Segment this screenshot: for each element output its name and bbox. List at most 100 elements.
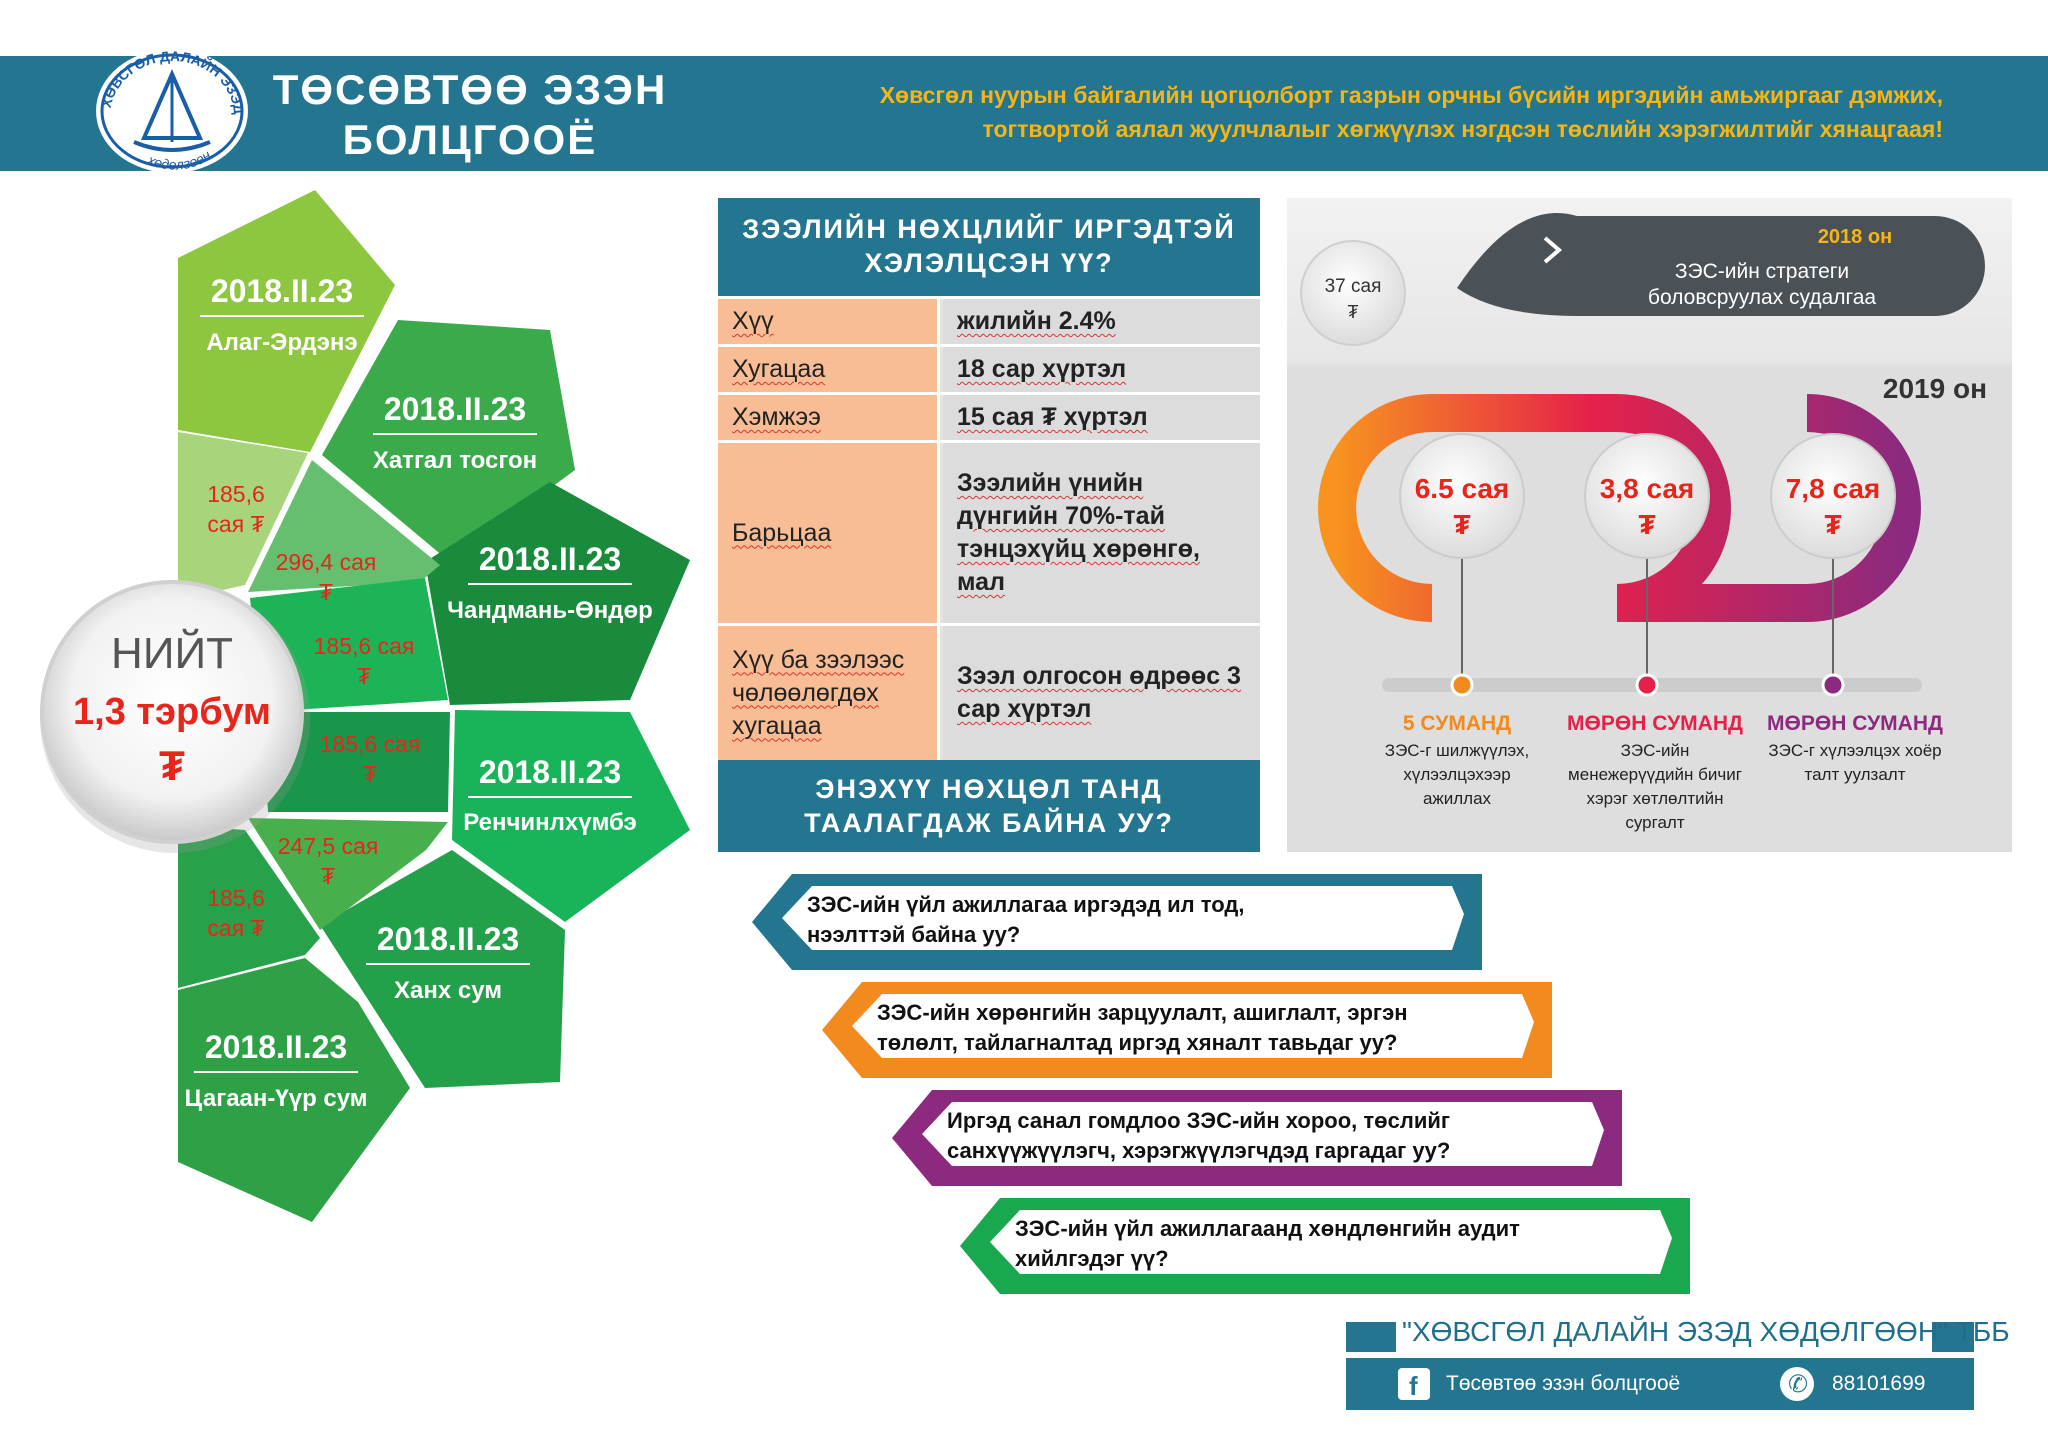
district-date-5: 2018.II.23 <box>377 921 519 957</box>
question-banner-3: Иргэд санал гомдлоо ЗЭС-ийн хороо, төсли… <box>892 1090 1622 1186</box>
loan-heading-line2: ХЭЛЭЛЦСЭН ҮҮ? <box>864 248 1114 278</box>
loan-row-interest: Хүү жилийн 2.4% <box>718 296 1260 344</box>
chevron-right-icon <box>1543 236 1563 264</box>
slogan-line1: Хөвсгөл нуурын байгалийн цогцолборт газр… <box>879 82 1943 108</box>
district-name-3: Чандмань-Өндөр <box>447 597 653 624</box>
district-name-1: Алаг-Эрдэнэ <box>206 329 357 356</box>
total-amount: 1,3 тэрбум <box>73 691 271 733</box>
amount-1-line2: сая ₮ <box>207 511 264 537</box>
district-name-6: Цагаан-Үүр сум <box>184 1085 367 1112</box>
district-panel-tsagaan-uur <box>178 958 410 1222</box>
facebook-icon[interactable]: f <box>1398 1368 1430 1400</box>
amount-3-line2: ₮ <box>357 663 371 689</box>
top-text-line1: ЗЭС-ийн стратеги <box>1675 260 1849 283</box>
district-panel-khankh <box>320 850 565 1088</box>
amount-wedge-5 <box>248 818 448 930</box>
question-text-2: ЗЭС-ийн хөрөнгийн зарцуулалт, ашиглалт, … <box>877 998 1408 1058</box>
timeline-title-2: МӨРӨН СУМАНД <box>1567 712 1743 735</box>
question-4-line2: хийлгэдэг үү? <box>1015 1246 1169 1271</box>
amount-wedge-6 <box>178 825 320 988</box>
top-year: 2018 он <box>1818 226 1892 248</box>
question-banner-1: ЗЭС-ийн үйл ажиллагаа иргэдэд ил тод, нэ… <box>752 874 1482 970</box>
brand-title-line2: БОЛЦГООЁ <box>342 116 598 163</box>
footer-facebook-page[interactable]: Төсөвтөө эзэн болцгооё <box>1446 1372 1681 1395</box>
amount-1-line1: 185,6 <box>207 481 265 507</box>
district-date-6: 2018.II.23 <box>205 1029 347 1065</box>
district-panel-khatgal <box>322 320 575 562</box>
top-amount-line1: 37 сая <box>1325 276 1382 297</box>
brand-title-line1: ТӨСӨВТӨӨ ЭЗЭН <box>272 66 668 113</box>
loan-footer-line1: ЭНЭХҮҮ НӨХЦӨЛ ТАНД <box>815 774 1163 804</box>
district-diagram: НИЙТ 1,3 тэрбум ₮ 2018.II.23 Алаг-Эрдэнэ… <box>40 190 690 1222</box>
top-text-line2: боловсруулах судалгаа <box>1648 286 1876 309</box>
timeline-title-3: МӨРӨН СУМАНД <box>1767 712 1943 735</box>
amount-3-line1: 185,6 сая <box>314 633 415 659</box>
amount-5-line1: 247,5 сая <box>278 833 379 859</box>
timeline-dot-3 <box>1821 673 1845 697</box>
district-date-2: 2018.II.23 <box>384 391 526 427</box>
timeline-desc-2a: ЗЭС-ийн <box>1621 741 1690 760</box>
timeline-currency-3: ₮ <box>1824 509 1841 540</box>
amount-wedge-2 <box>248 460 440 592</box>
loan-label-amount: Хэмжээ <box>718 395 940 440</box>
district-panel-renchinlkhumbe <box>452 710 690 922</box>
question-text-3: Иргэд санал гомдлоо ЗЭС-ийн хороо, төсли… <box>947 1106 1450 1166</box>
total-currency: ₮ <box>159 742 185 789</box>
footer-organization: "ХӨВСГӨЛ ДАЛАЙН ЭЗЭД ХӨДӨЛГӨӨН" ТББ <box>1402 1316 2010 1347</box>
loan-heading-line1: ЗЭЭЛИЙН НӨХЦЛИЙГ ИРГЭДТЭЙ <box>742 214 1236 244</box>
timeline-bubble-1 <box>1399 433 1525 559</box>
timeline-currency-1: ₮ <box>1453 509 1470 540</box>
timeline-bubble-3 <box>1770 433 1896 559</box>
total-label: НИЙТ <box>111 627 233 678</box>
loan-terms-table: ЗЭЭЛИЙН НӨХЦЛИЙГ ИРГЭДТЭЙ ХЭЛЭЛЦСЭН ҮҮ? … <box>718 198 1260 852</box>
timeline-desc-2d: сургалт <box>1625 813 1684 832</box>
amount-wedge-1 <box>178 432 308 600</box>
timeline-amount-3: 7,8 сая <box>1786 473 1881 504</box>
timeline-desc-1a: ЗЭС-г шилжүүлэх, <box>1385 741 1529 760</box>
question-banner-2: ЗЭС-ийн хөрөнгийн зарцуулалт, ашиглалт, … <box>822 982 1552 1078</box>
timeline-desc-2c: хэрэг хөтлөлтийн <box>1586 789 1723 808</box>
loan-label-interest: Хүү <box>718 299 940 344</box>
timeline-panel: 37 сая ₮ 2018 он ЗЭС-ийн стратеги боловс… <box>1287 198 2012 852</box>
loan-row-amount: Хэмжээ 15 сая ₮ хүртэл <box>718 392 1260 440</box>
question-3-line2: санхүүжүүлэгч, хэрэгжүүлэгчдэд гаргадаг … <box>947 1138 1451 1163</box>
district-panel-alag-erdene <box>178 190 395 452</box>
timeline-currency-2: ₮ <box>1638 509 1655 540</box>
timeline-desc-3a: ЗЭС-г хүлээлцэх хоёр <box>1768 741 1941 760</box>
amount-5-line2: ₮ <box>321 863 335 889</box>
loan-table-footer: ЭНЭХҮҮ НӨХЦӨЛ ТАНД ТААЛАГДАЖ БАЙНА УУ? <box>718 760 1260 852</box>
loan-label-term: Хугацаа <box>718 347 940 392</box>
question-2-line1: ЗЭС-ийн хөрөнгийн зарцуулалт, ашиглалт, … <box>877 1000 1408 1025</box>
district-name-2: Хатгал тосгон <box>373 447 537 474</box>
question-1-line1: ЗЭС-ийн үйл ажиллагаа иргэдэд ил тод, <box>807 892 1245 917</box>
loan-label-grace: Хүү ба зээлээс чөлөөлөгдөх хугацаа <box>718 626 940 760</box>
amount-6-line1: 185,6 <box>207 885 265 911</box>
timeline-title-1: 5 СУМАНД <box>1403 712 1511 735</box>
total-hub <box>40 580 304 844</box>
loan-value-interest: жилийн 2.4% <box>943 299 1260 344</box>
organization-logo: ХӨВСГӨЛ ДАЛАЙН ЭЗЭД хөдөлгөөн <box>96 48 248 173</box>
district-name-5: Ханх сум <box>394 977 502 1004</box>
loan-row-term: Хугацаа 18 сар хүртэл <box>718 344 1260 392</box>
question-banner-4: ЗЭС-ийн үйл ажиллагаанд хөндлөнгийн ауди… <box>960 1198 1690 1294</box>
year-2019: 2019 он <box>1883 373 1987 404</box>
amount-2-line1: 296,4 сая <box>276 549 377 575</box>
phone-icon[interactable]: ✆ <box>1780 1367 1814 1401</box>
loan-value-term: 18 сар хүртэл <box>943 347 1260 392</box>
amount-wedge-4 <box>262 712 450 812</box>
footer-contact-bar: f Төсөвтөө эзэн болцгооё ✆ 88101699 <box>1346 1358 1974 1410</box>
district-date-4: 2018.II.23 <box>479 754 621 790</box>
loan-row-collateral: Барьцаа Зээлийн үнийн дүнгийн 70%-тай тэ… <box>718 440 1260 623</box>
question-3-line1: Иргэд санал гомдлоо ЗЭС-ийн хороо, төсли… <box>947 1108 1451 1133</box>
district-date-3: 2018.II.23 <box>479 541 621 577</box>
footer-phone-number[interactable]: 88101699 <box>1832 1372 1926 1395</box>
timeline-dot-1 <box>1450 673 1474 697</box>
question-text-4: ЗЭС-ийн үйл ажиллагаанд хөндлөнгийн ауди… <box>1015 1214 1520 1274</box>
amount-2-line2: ₮ <box>319 579 333 605</box>
loan-value-grace: Зээл олгосон өдрөөс 3 сар хүртэл <box>943 626 1260 760</box>
amount-6-line2: сая ₮ <box>207 915 264 941</box>
timeline-dot-2 <box>1635 673 1659 697</box>
loan-footer-line2: ТААЛАГДАЖ БАЙНА УУ? <box>804 808 1174 838</box>
question-4-line1: ЗЭС-ийн үйл ажиллагаанд хөндлөнгийн ауди… <box>1015 1216 1520 1241</box>
timeline-desc-3b: талт уулзалт <box>1805 765 1906 784</box>
